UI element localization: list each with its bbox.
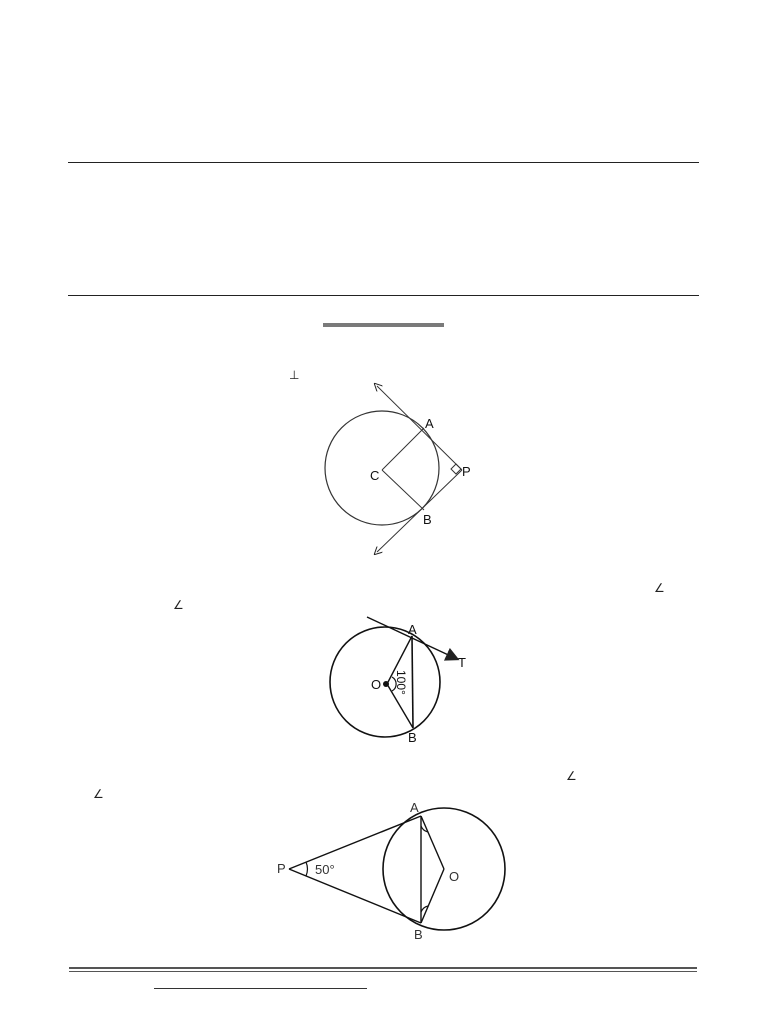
angle-symbol-q2-left: ∠: [173, 598, 184, 612]
figure2-label-b: B: [408, 730, 417, 745]
figure2-label-a: A: [408, 622, 417, 637]
figure2-label-t: T: [458, 655, 466, 670]
figure3-angle-label: 50°: [315, 862, 335, 877]
second-divider: [68, 295, 699, 296]
figure1-tangent-upper: [377, 386, 463, 471]
figure3-radius-ob: [420, 868, 445, 924]
footer-underline: [154, 988, 367, 989]
figure3-group: A P 50° O B: [277, 800, 506, 942]
figure1-right-angle-mark: [450, 463, 462, 475]
figure1-label-b: B: [423, 512, 432, 527]
figure1-label-c: C: [370, 468, 379, 483]
figure2-angle-arc: [391, 676, 397, 692]
figure1-label-a: A: [425, 416, 434, 431]
figure3-tangent-pa: [288, 815, 422, 870]
figure2-label-o: O: [371, 677, 381, 692]
figure2-radius-ob: [386, 683, 414, 729]
figure3-label-o: O: [449, 869, 459, 884]
figure3-radius-oa: [420, 815, 445, 870]
figure3-angle-arc-b: [420, 905, 429, 913]
figure2-radius-oa: [386, 635, 413, 685]
angle-symbol-q3-left: ∠: [93, 787, 104, 801]
figure1-group: A C P B: [324, 386, 471, 552]
figure1-label-p: P: [462, 464, 471, 479]
angle-symbol-q3-right: ∠: [566, 769, 577, 783]
figure3-circle: [382, 807, 506, 931]
figure2-group: A T O B 100°: [329, 616, 466, 745]
figure1-tangent-lower: [377, 469, 463, 552]
figure1-radius-cb: [381, 469, 425, 511]
section-heading-bar: [323, 323, 444, 327]
top-divider: [68, 162, 699, 163]
figure3-tangent-pb: [288, 868, 422, 924]
figure3-label-b: B: [414, 927, 423, 942]
figure2-circle: [329, 626, 441, 738]
figure2-angle-label: 100°: [394, 670, 408, 695]
perpendicular-symbol: ⊥: [289, 368, 300, 382]
angle-symbol-q2-right: ∠: [654, 581, 665, 595]
figure3-angle-arc-p: [305, 861, 308, 877]
footer-rule-top: [69, 967, 697, 969]
figure3-angle-arc-a: [420, 825, 429, 833]
figure3-label-p: P: [277, 861, 286, 876]
footer-rule-bottom: [69, 971, 697, 972]
figure2-chord-ab: [411, 635, 414, 729]
figure2-center-dot: [383, 681, 389, 687]
figure1-radius-ca: [381, 427, 425, 471]
figure3-label-a: A: [410, 800, 419, 815]
figure1-circle: [324, 410, 440, 526]
